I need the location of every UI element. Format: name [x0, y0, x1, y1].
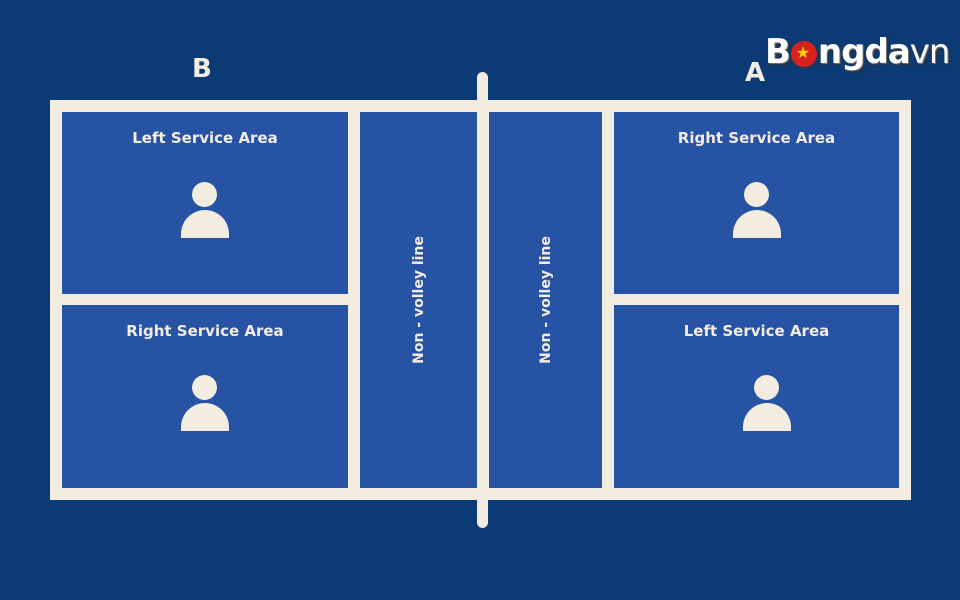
person-icon: [181, 182, 229, 240]
team-b-label: B: [192, 54, 213, 84]
non-volley-line-label: Non - volley line: [537, 236, 554, 364]
logo-text-end: ngda: [817, 32, 911, 72]
left-side-top-service-area: Left Service Area: [62, 112, 348, 294]
left-non-volley-zone: Non - volley line: [360, 112, 478, 488]
service-area-label: Right Service Area: [677, 129, 836, 147]
person-icon: [742, 375, 791, 433]
service-area-label: Right Service Area: [126, 322, 284, 340]
person-icon: [181, 375, 229, 433]
logo-ball-icon: [790, 41, 817, 67]
non-volley-line-label: Non - volley line: [411, 236, 427, 364]
right-side-bottom-service-area: Left Service Area: [614, 305, 899, 488]
person-icon: [732, 182, 781, 240]
service-area-label: Left Service Area: [132, 129, 278, 147]
team-a-label: A: [745, 58, 767, 88]
bongdavn-logo: Bngdavn: [765, 30, 951, 74]
service-area-label: Left Service Area: [683, 322, 830, 340]
logo-text-start: B: [765, 32, 791, 72]
right-non-volley-zone: Non - volley line: [489, 112, 602, 488]
right-side-top-service-area: Right Service Area: [614, 112, 899, 294]
net-line: [477, 72, 488, 528]
left-side-bottom-service-area: Right Service Area: [62, 305, 348, 488]
logo-text-suffix: vn: [909, 32, 951, 72]
